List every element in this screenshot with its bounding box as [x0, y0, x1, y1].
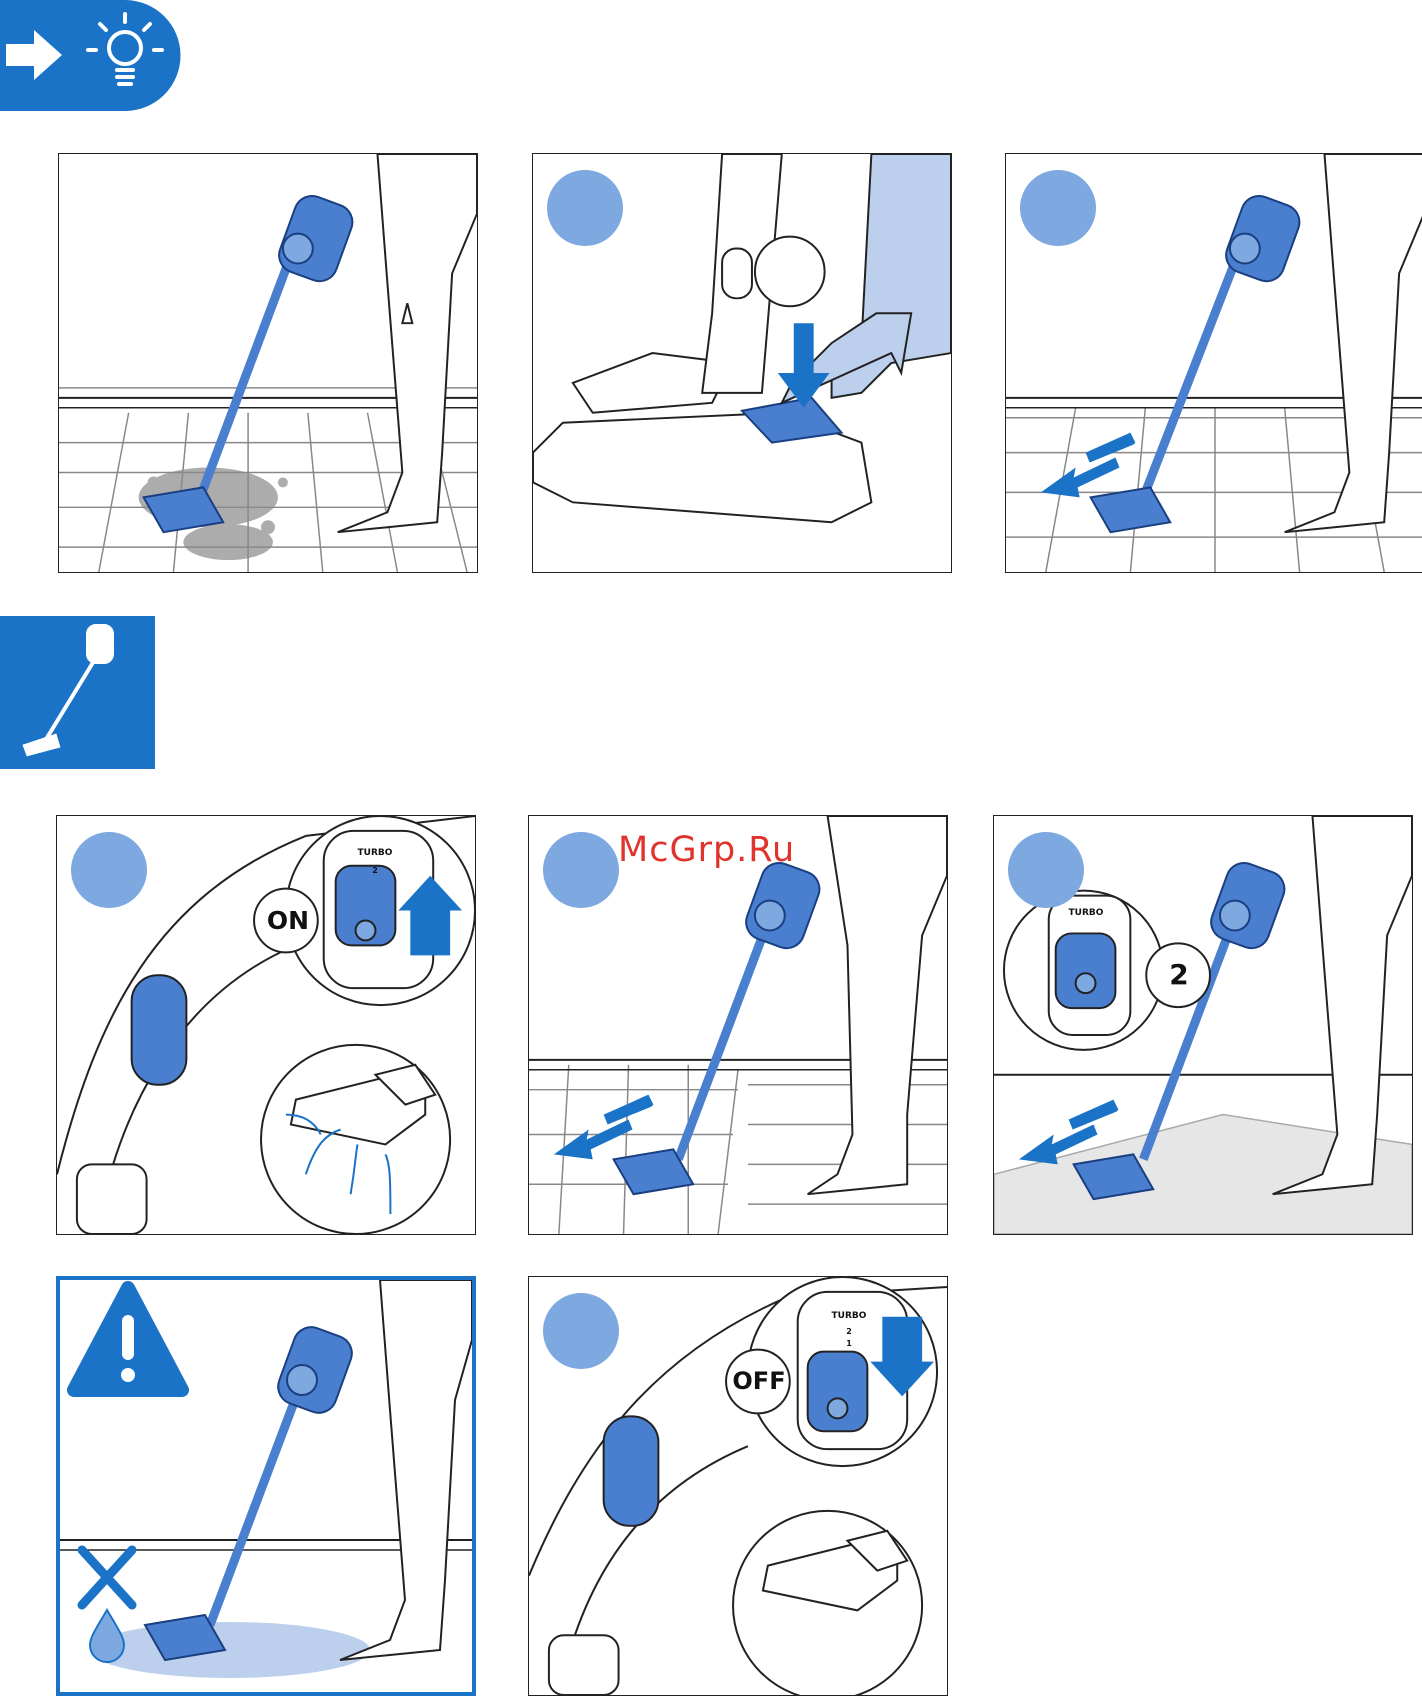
prohibited-cross-icon [82, 1550, 132, 1605]
person-legs [338, 154, 477, 532]
on-label: ON [263, 906, 313, 935]
panel-vacuum-back-forth [1005, 153, 1422, 573]
water-drop-icon [90, 1610, 124, 1662]
stick-vacuum-icon [0, 616, 155, 769]
panel-dirt-floor [58, 153, 478, 573]
off-label: OFF [729, 1367, 789, 1395]
section-vacuum-box [0, 616, 155, 769]
step-circle [543, 832, 619, 908]
speed-level-1-label: 1 [837, 1339, 861, 1348]
panel-warning-no-liquids [56, 1276, 476, 1696]
turbo-label: TURBO [350, 848, 400, 858]
nozzle-zoom-circle [733, 1511, 922, 1695]
panel-switch-on: ON TURBO 2 [56, 815, 476, 1235]
step-circle [71, 832, 147, 908]
water-puddle [90, 1622, 370, 1678]
step-circle [547, 170, 623, 246]
speed-setting-label: 2 [1159, 958, 1199, 991]
step-circle [1020, 170, 1096, 246]
panel-press-pedal [532, 153, 952, 573]
double-arrow [1041, 433, 1136, 498]
turbo-label: TURBO [824, 1311, 874, 1321]
speed-level-label: 2 [363, 866, 387, 875]
watermark-text: McGrp.Ru [618, 830, 795, 870]
step-circle [543, 1293, 619, 1369]
warning-triangle-icon [74, 1288, 182, 1390]
nozzle-zoom-circle [261, 1045, 450, 1234]
panel-vacuum-carpet: TURBO 2 [993, 815, 1413, 1235]
step-circle [1008, 832, 1084, 908]
speed-level-2-label: 2 [837, 1327, 861, 1336]
panel-vacuum-hard-floor [528, 815, 948, 1235]
tip-banner [0, 0, 182, 111]
panel-switch-off: OFF TURBO 2 1 [528, 1276, 948, 1696]
turbo-label: TURBO [1061, 908, 1111, 918]
